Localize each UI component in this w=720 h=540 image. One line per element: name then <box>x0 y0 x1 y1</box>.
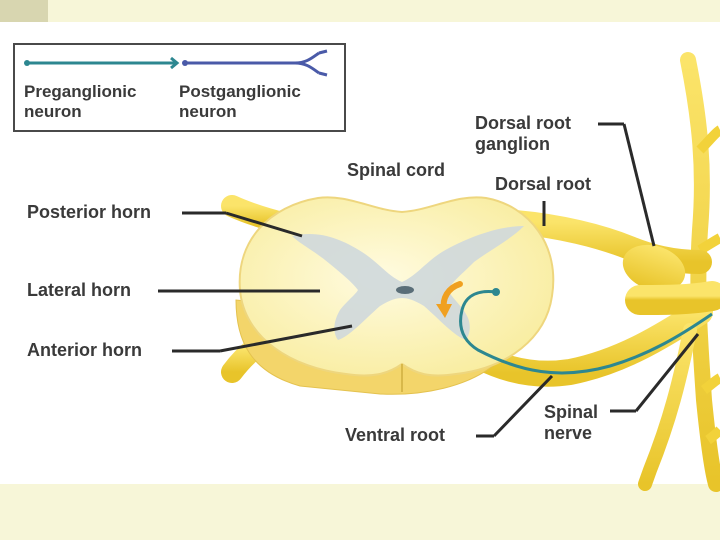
spinal-nerve <box>625 281 720 315</box>
preganglionic-swatch-cell <box>24 60 30 66</box>
corner-decoration <box>0 0 48 22</box>
dorsal-root-ganglion-label: Dorsal root ganglion <box>475 113 572 154</box>
trunk-branch-bottom <box>705 426 720 445</box>
dorsal-root-ganglion <box>622 244 686 292</box>
postganglionic-swatch-end <box>294 49 328 77</box>
postganglionic-label: Postganglionic neuron <box>179 82 301 121</box>
anterior-horn-label: Anterior horn <box>27 340 142 360</box>
leader-ganglion-diag <box>622 123 656 247</box>
grey-matter <box>292 226 524 340</box>
central-canal <box>396 286 414 294</box>
leader-posterior-horn-diag <box>225 211 303 238</box>
preganglionic-neuron-path <box>459 290 713 375</box>
leader-anterior-horn-diag <box>219 324 353 353</box>
preganglionic-swatch-end <box>170 56 180 70</box>
trunk-branch-mid <box>697 233 720 255</box>
preganglionic-neuron-cell <box>492 288 500 296</box>
legend: Preganglionic neuron Postganglionic neur… <box>13 43 346 132</box>
ventral-root-label: Ventral root <box>345 425 446 445</box>
trunk-branch-lower <box>700 373 720 394</box>
leader-spinal-nerve-diag <box>634 333 700 412</box>
legend-swatches <box>24 49 328 77</box>
preganglionic-label: Preganglionic neuron <box>24 82 137 121</box>
signal-arrow-head <box>436 304 452 318</box>
spinal-cord-label: Spinal cord <box>347 160 446 180</box>
spinal-nerve-label: Spinal nerve <box>544 402 599 443</box>
dorsal-root-label: Dorsal root <box>495 174 592 194</box>
postganglionic-swatch-cell <box>182 60 188 66</box>
trunk-branch-upper <box>696 125 720 154</box>
leader-ventral-root-diag <box>492 374 554 438</box>
lateral-horn-label: Lateral horn <box>27 280 132 300</box>
posterior-horn-label: Posterior horn <box>27 202 152 222</box>
